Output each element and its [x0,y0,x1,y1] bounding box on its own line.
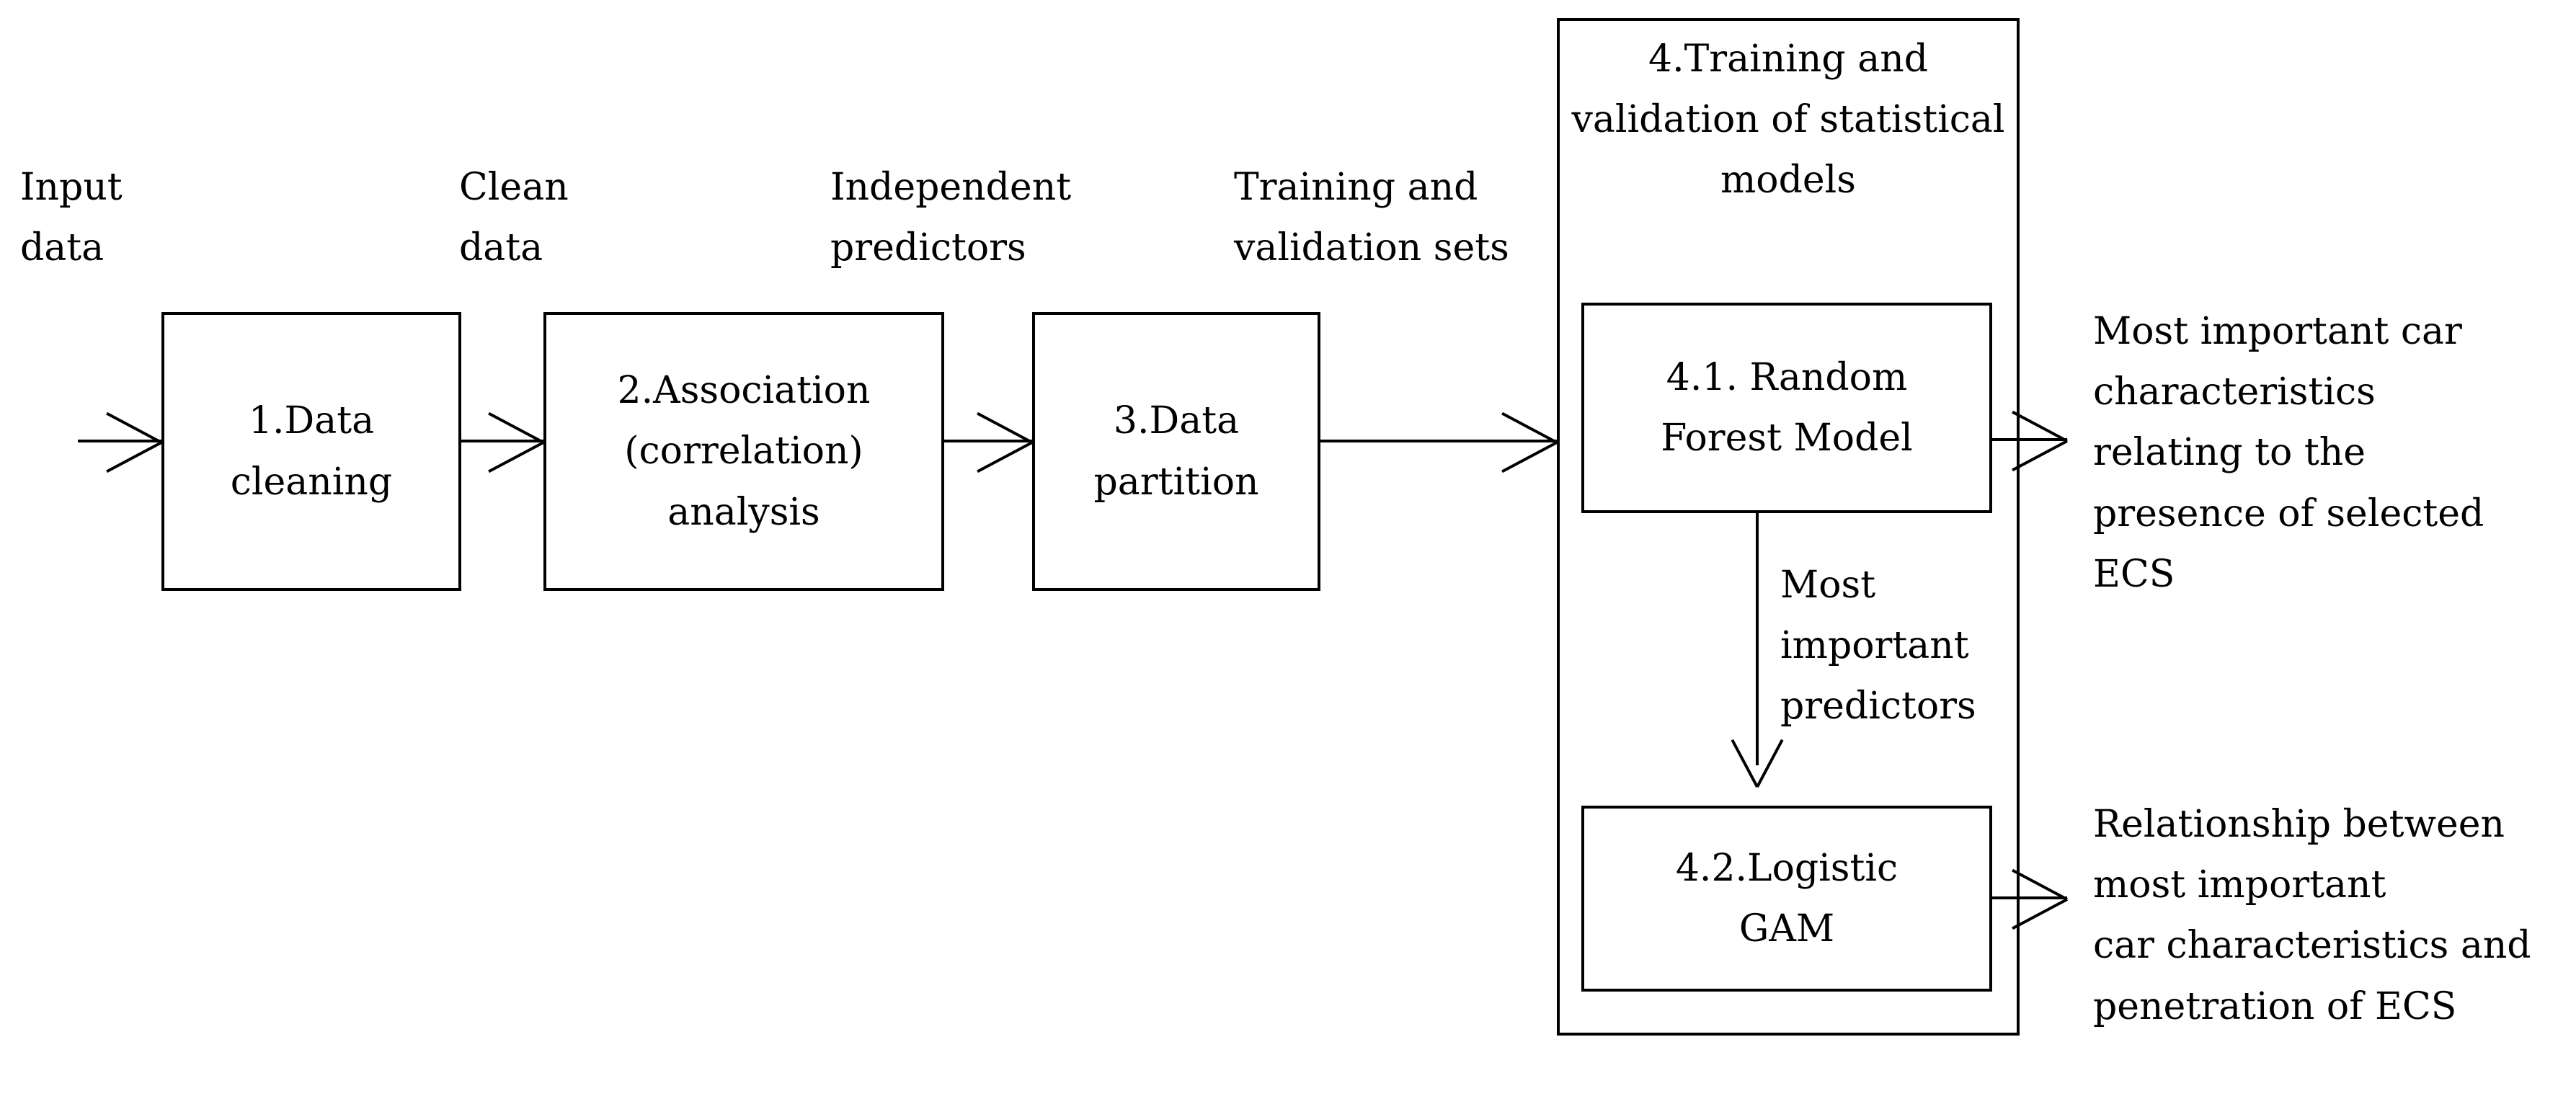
arrow-step1-to-step2-line [461,440,543,442]
edge-label-clean-data: Clean data [459,166,569,270]
arrow-rf-to-gam-line [1756,513,1759,765]
edge-label-input-data: Input data [20,166,123,270]
node-data-cleaning[interactable]: 1.Data cleaning [161,312,461,591]
edge-label-independent-predictors: Independent predictors [830,166,1072,270]
node-association-analysis[interactable]: 2.Association (correlation) analysis [543,312,944,591]
arrow-rf-to-output-line [1992,438,2067,441]
node-data-partition[interactable]: 3.Data partition [1032,312,1320,591]
arrow-gam-to-output-line [1992,896,2067,899]
node-random-forest-model[interactable]: 4.1. Random Forest Model [1581,303,1992,513]
arrow-step3-to-step4-line [1320,440,1557,442]
edge-label-most-important-predictors: Most important predictors [1780,564,1976,729]
node-logistic-gam[interactable]: 4.2.Logistic GAM [1581,806,1992,992]
arrow-input-to-step1-line [78,440,161,442]
output-label-gam-results: Relationship between most important car … [2093,803,2531,1028]
output-label-rf-results: Most important car characteristics relat… [2093,310,2484,596]
arrow-step2-to-step3-line [944,440,1032,442]
group-title-training-validation-models: 4.Training and validation of statistical… [1571,37,2005,202]
edge-label-training-validation-sets: Training and validation sets [1234,166,1509,270]
